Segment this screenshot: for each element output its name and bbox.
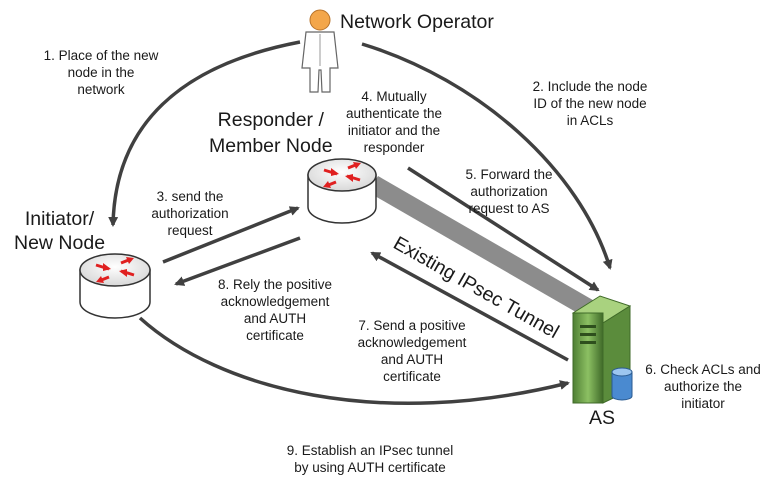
step-8-label: 8. Rely the positive acknowledgement and… — [217, 277, 333, 343]
step-9-label: 9. Establish an IPsec tunnel by using AU… — [286, 443, 454, 475]
responder-router-icon — [307, 158, 377, 224]
arrow-7-send-ack — [370, 251, 569, 362]
step-7-label: 7. Send a positive acknowledgement and A… — [357, 318, 467, 384]
step-1-label: 1. Place of the new node in the network — [43, 48, 159, 97]
operator-person-icon — [301, 9, 339, 93]
step-6-label: 6. Check ACLs and authorize the initiato… — [645, 362, 761, 411]
as-label: AS — [589, 407, 616, 429]
initiator-label: Initiator/ New Node — [14, 208, 106, 254]
step-4-label: 4. Mutually authenticate the initiator a… — [345, 89, 443, 155]
step-3-label: 3. send the authorization request — [151, 189, 229, 238]
ipsec-tunnel-bar — [368, 176, 598, 319]
responder-label: Responder / Member Node — [209, 109, 333, 157]
arrow-2-include-acl — [361, 42, 613, 270]
step-5-label: 5. Forward the authorization request to … — [465, 167, 553, 216]
as-server-icon — [571, 295, 633, 404]
step-2-label: 2. Include the node ID of the new node i… — [532, 79, 648, 128]
initiator-router-icon — [79, 253, 151, 319]
arrow-8-relay-ack — [174, 236, 301, 286]
arrow-5-forward-request — [407, 166, 600, 292]
arrow-9-establish-tunnel — [138, 316, 570, 405]
operator-label: Network Operator — [340, 11, 494, 33]
arrow-3-send-request — [162, 206, 300, 264]
arrow-1-place-node — [108, 40, 301, 227]
